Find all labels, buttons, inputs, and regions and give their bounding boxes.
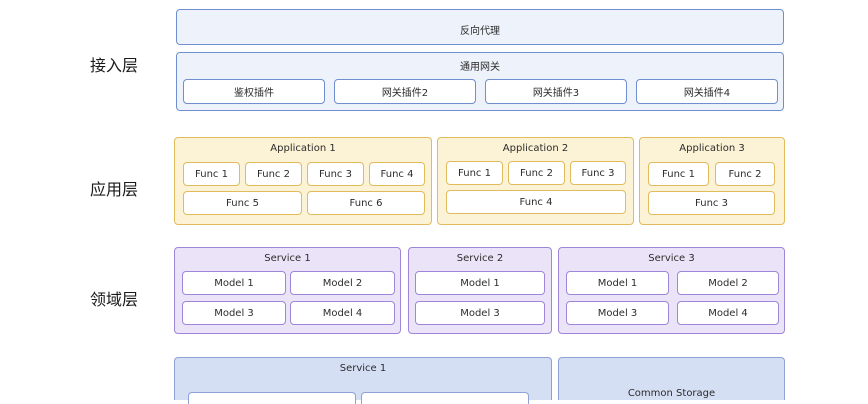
app2-func-3: Func 3 <box>570 161 626 185</box>
application-2-box: Application 2 Func 1 Func 2 Func 3 Func … <box>437 137 634 225</box>
svc1-model-2: Model 2 <box>290 271 395 295</box>
service-1-title: Service 1 <box>264 253 311 264</box>
svc3-model-4: Model 4 <box>677 301 779 325</box>
gateway-plugin-3: 网关插件3 <box>485 79 627 104</box>
layer-label-access: 接入层 <box>90 56 139 75</box>
gateway-box: 通用网关 鉴权插件 网关插件2 网关插件3 网关插件4 <box>176 52 784 111</box>
app2-func-2: Func 2 <box>508 161 565 185</box>
infra-service-1-chip-2 <box>361 392 529 404</box>
svc3-model-3: Model 3 <box>566 301 669 325</box>
infra-service-1-title: Service 1 <box>339 363 387 374</box>
app1-func-4: Func 4 <box>369 162 425 186</box>
application-1-title: Application 1 <box>270 143 336 154</box>
service-2-box: Service 2 Model 1 Model 3 <box>408 247 552 334</box>
app1-func-3: Func 3 <box>307 162 364 186</box>
layer-label-application: 应用层 <box>90 180 139 199</box>
application-3-box: Application 3 Func 1 Func 2 Func 3 <box>639 137 785 225</box>
svc2-model-3: Model 3 <box>415 301 545 325</box>
service-2-title: Service 2 <box>456 253 504 264</box>
application-1-box: Application 1 Func 1 Func 2 Func 3 Func … <box>174 137 432 225</box>
svc1-model-3: Model 3 <box>182 301 286 325</box>
app1-func-6: Func 6 <box>307 191 425 215</box>
gateway-title: 通用网关 <box>460 62 500 73</box>
svc2-model-1: Model 1 <box>415 271 545 295</box>
gateway-plugin-4: 网关插件4 <box>636 79 778 104</box>
app3-func-2: Func 2 <box>715 162 775 186</box>
reverse-proxy-box: 反向代理 <box>176 9 784 45</box>
layer-label-domain: 领域层 <box>90 290 139 309</box>
app1-func-5: Func 5 <box>183 191 302 215</box>
common-storage-box: Common Storage <box>558 357 785 400</box>
common-storage-title: Common Storage <box>627 388 716 399</box>
app2-func-1: Func 1 <box>446 161 503 185</box>
application-2-title: Application 2 <box>502 143 569 154</box>
svc3-model-1: Model 1 <box>566 271 669 295</box>
app2-func-4: Func 4 <box>446 190 626 214</box>
app3-func-3: Func 3 <box>648 191 775 215</box>
service-1-box: Service 1 Model 1 Model 2 Model 3 Model … <box>174 247 401 334</box>
gateway-plugin-2: 网关插件2 <box>334 79 476 104</box>
app1-func-1: Func 1 <box>183 162 240 186</box>
app3-func-1: Func 1 <box>648 162 709 186</box>
svc1-model-4: Model 4 <box>290 301 395 325</box>
app1-func-2: Func 2 <box>245 162 302 186</box>
application-3-title: Application 3 <box>679 143 745 154</box>
infra-service-1-chip-1 <box>188 392 356 404</box>
reverse-proxy-label: 反向代理 <box>460 26 500 37</box>
svc1-model-1: Model 1 <box>182 271 286 295</box>
service-3-box: Service 3 Model 1 Model 2 Model 3 Model … <box>558 247 785 334</box>
svc3-model-2: Model 2 <box>677 271 779 295</box>
gateway-plugin-1: 鉴权插件 <box>183 79 325 104</box>
infra-service-1-box: Service 1 <box>174 357 552 404</box>
service-3-title: Service 3 <box>648 253 695 264</box>
